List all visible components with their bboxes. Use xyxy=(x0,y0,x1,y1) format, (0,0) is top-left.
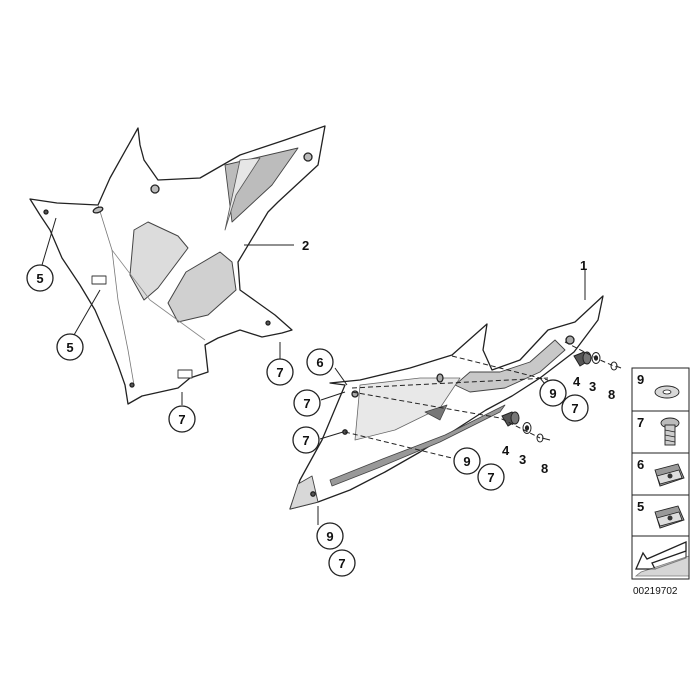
callout-7-center: 7 xyxy=(477,463,505,491)
callout-7-lower-mid: 7 xyxy=(292,426,320,454)
svg-text:5: 5 xyxy=(637,499,644,514)
legend-row-9: 9 xyxy=(631,367,690,412)
legend-row-7: 7 xyxy=(631,410,690,454)
svg-text:9: 9 xyxy=(463,454,470,469)
svg-text:7: 7 xyxy=(276,365,283,380)
svg-text:7: 7 xyxy=(302,433,309,448)
legend-row-6: 6 xyxy=(631,452,690,496)
front-arrow-icon xyxy=(634,541,690,577)
svg-text:6: 6 xyxy=(316,355,323,370)
svg-text:7: 7 xyxy=(571,401,578,416)
leader-lines xyxy=(41,217,617,525)
callout-7-right: 7 xyxy=(561,394,589,422)
svg-text:7: 7 xyxy=(178,412,185,427)
label-part-1: 1 xyxy=(580,258,587,273)
clip-nut-icon xyxy=(654,463,685,487)
label-grommet-4-bottom: 4 xyxy=(502,443,510,458)
callout-7-upper-mid: 7 xyxy=(293,389,321,417)
screw-icon xyxy=(660,417,680,446)
callout-9-center: 9 xyxy=(453,447,481,475)
svg-text:6: 6 xyxy=(637,457,644,472)
label-part-2: 2 xyxy=(302,238,309,253)
label-washer-3-bottom: 3 xyxy=(519,452,526,467)
fastener-set-lower xyxy=(501,411,551,443)
callout-7-side-panel-bottom: 7 xyxy=(168,405,196,433)
clip-nut-icon xyxy=(654,505,685,529)
svg-text:9: 9 xyxy=(549,386,556,401)
label-washer-3-top: 3 xyxy=(589,379,596,394)
side-panel-part-2 xyxy=(29,125,326,405)
callout-9-right: 9 xyxy=(539,379,567,407)
svg-text:7: 7 xyxy=(637,415,644,430)
fastener-set-upper xyxy=(573,351,622,371)
legend-row-5: 5 xyxy=(631,494,690,537)
callout-5-upper: 5 xyxy=(26,264,54,292)
svg-text:5: 5 xyxy=(36,271,43,286)
diagram-part-number: 00219702 xyxy=(633,586,678,597)
callout-6: 6 xyxy=(306,348,334,376)
svg-text:5: 5 xyxy=(66,340,73,355)
callout-7-side-panel-right: 7 xyxy=(266,358,294,386)
svg-text:7: 7 xyxy=(487,470,494,485)
svg-text:7: 7 xyxy=(338,556,345,571)
callout-7-bottom: 7 xyxy=(328,549,356,577)
svg-text:9: 9 xyxy=(637,372,644,387)
label-screw-8-bottom: 8 xyxy=(541,461,548,476)
callout-5-lower: 5 xyxy=(56,333,84,361)
label-screw-8-top: 8 xyxy=(608,387,615,402)
svg-text:9: 9 xyxy=(326,529,333,544)
label-grommet-4-top: 4 xyxy=(573,374,581,389)
parts-legend: 9 7 6 xyxy=(631,367,690,597)
svg-text:7: 7 xyxy=(303,396,310,411)
callout-9-bottom: 9 xyxy=(316,522,344,550)
washer-icon xyxy=(654,385,680,399)
belly-pan-part-1 xyxy=(289,295,604,510)
legend-row-direction xyxy=(631,535,690,580)
